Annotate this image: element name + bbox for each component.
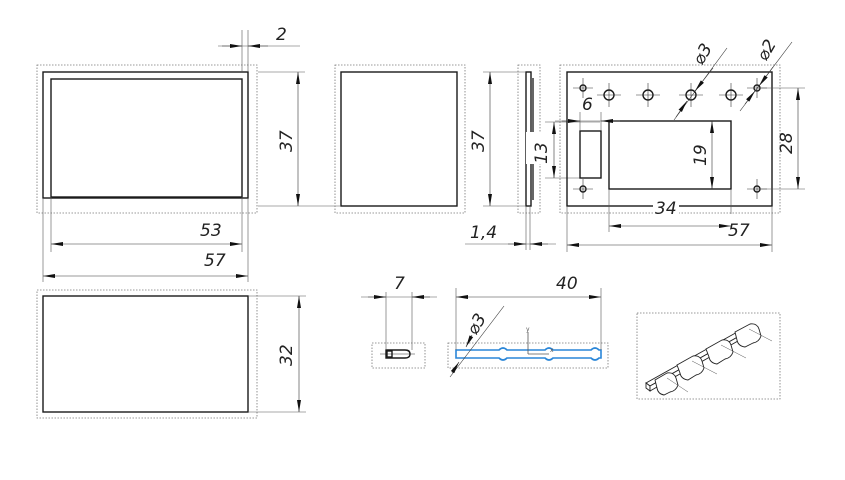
axis-x-label: x — [550, 347, 554, 354]
iso-view[interactable] — [636, 312, 781, 400]
axis-y-label: y — [526, 326, 530, 333]
view-frame — [636, 312, 781, 400]
left-panel — [340, 71, 458, 207]
left-view[interactable]: 37 — [258, 64, 466, 214]
dim-inner-width: 53 — [200, 221, 222, 241]
dim-rail-length: 40 — [556, 274, 578, 294]
dim-window-width: 34 — [655, 199, 677, 219]
view-frame — [334, 64, 466, 214]
inner-panel — [50, 78, 243, 198]
dim-slot-width: 6 — [582, 95, 593, 115]
back-plate — [566, 71, 773, 207]
bottom-panel — [42, 295, 249, 413]
front-view[interactable]: 2 53 57 — [36, 25, 300, 282]
rail-outline[interactable] — [455, 347, 602, 361]
dim-window-height: 19 — [691, 144, 711, 166]
side-view[interactable]: 37 1,4 13 — [465, 64, 600, 250]
dim-hole-small: ⌀2 — [753, 36, 781, 64]
dim-outer-width: 57 — [204, 251, 226, 271]
pin-view[interactable]: 7 — [361, 274, 437, 369]
dim-height-left: 37 — [277, 130, 297, 152]
window-cutout — [608, 120, 732, 190]
dim-slot: 13 — [532, 142, 552, 164]
dim-hole-spacing: 28 — [777, 132, 797, 154]
view-frame — [36, 64, 258, 214]
bottom-view[interactable]: 32 — [36, 289, 306, 419]
view-frame — [36, 289, 258, 419]
dim-gap: 2 — [276, 25, 287, 45]
view-frame — [559, 64, 781, 214]
dim-rail-hole: ⌀3 — [463, 310, 491, 338]
dim-pin-length: 7 — [394, 274, 405, 294]
back-view[interactable]: ⌀3 ⌀2 6 19 28 34 57 — [555, 36, 805, 252]
dim-thickness: 1,4 — [470, 223, 497, 243]
dim-width: 57 — [728, 221, 750, 241]
connector-slot — [579, 130, 602, 179]
rail-view[interactable]: 40 ⌀3 y x — [447, 274, 609, 378]
dim-height-side: 37 — [469, 130, 489, 152]
view-frame — [371, 342, 426, 369]
outer-bezel — [42, 71, 249, 199]
view-frame — [447, 342, 609, 369]
dim-hole-large: ⌀3 — [689, 40, 717, 68]
holes — [573, 78, 767, 199]
dim-height-bottom: 32 — [277, 344, 297, 366]
iso-rail — [645, 323, 773, 396]
